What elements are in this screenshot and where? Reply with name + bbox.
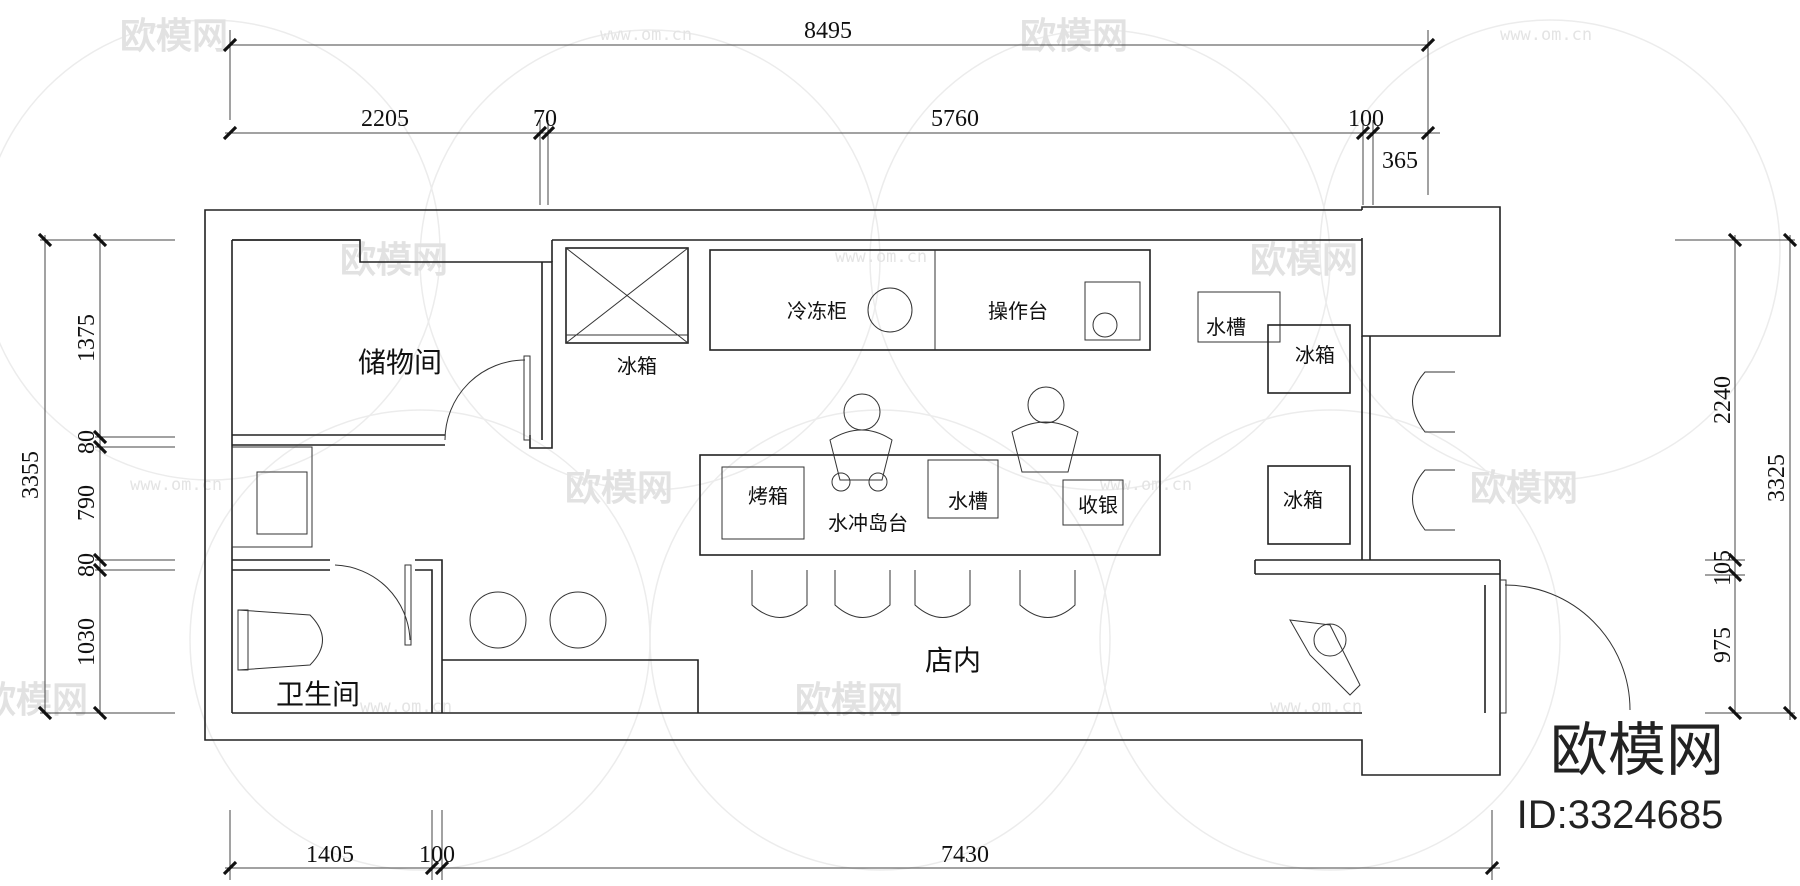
dim-top-part: 100 [1348, 106, 1384, 132]
label-workbench: 操作台 [988, 299, 1048, 323]
dim-right-part: 975 [1710, 627, 1736, 663]
dimension-lines [37, 30, 1798, 880]
watermark-logo: 欧模网 [565, 468, 673, 509]
label-freezer: 冷冻柜 [787, 299, 847, 323]
dim-right-upper: 2240 [1710, 376, 1736, 424]
label-fridge-right: 冰箱 [1283, 488, 1323, 512]
dim-left-part: 790 [74, 485, 100, 521]
label-island-sink: 水槽 [948, 489, 988, 513]
label-fridge-right: 冰箱 [1295, 343, 1335, 367]
watermark-logo: 欧模网 [795, 680, 903, 721]
dim-bottom-part: 100 [419, 842, 455, 868]
label-sink-top: 水槽 [1206, 315, 1246, 339]
kitchen-fixtures [565, 247, 1631, 714]
label-island: 水冲岛台 [828, 511, 908, 535]
dim-top-part: 5760 [931, 106, 979, 132]
dim-top-part: 2205 [361, 106, 409, 132]
dim-left-part: 1375 [74, 314, 100, 362]
watermark-logo: 欧模网 [1470, 468, 1578, 509]
room-label-toilet: 卫生间 [276, 678, 360, 711]
brand-id: ID:3324685 [1517, 793, 1724, 837]
watermark-url: www.om.cn [1500, 25, 1592, 45]
watermark-url: www.om.cn [1100, 475, 1192, 495]
dim-right-total: 3325 [1764, 454, 1790, 502]
watermark-logo: 欧模网 [0, 680, 88, 721]
dim-right-part: 105 [1710, 550, 1736, 586]
watermark-logo: 欧模网 [340, 240, 448, 281]
dim-top-total: 8495 [804, 18, 852, 44]
dim-top-part: 70 [533, 106, 557, 132]
dim-bottom-part: 7430 [941, 842, 989, 868]
dim-left-part: 1030 [74, 618, 100, 666]
watermark-url: www.om.cn [1270, 697, 1362, 717]
watermark-layer: 欧模网 欧模网 欧模网 欧模网 欧模网 欧模网 欧模网 欧模网 www.om.c… [0, 16, 1781, 871]
room-label-shop: 店内 [925, 644, 981, 677]
label-cashier: 收银 [1078, 493, 1118, 517]
watermark-logo: 欧模网 [1250, 240, 1358, 281]
brand-logo: 欧模网 [1550, 716, 1724, 784]
dim-left-part: 80 [74, 430, 100, 454]
label-oven: 烤箱 [748, 484, 788, 508]
watermark-url: www.om.cn [600, 25, 692, 45]
dim-top-offset: 365 [1382, 148, 1418, 174]
dim-left-total: 3355 [18, 451, 44, 499]
room-label-storage: 储物间 [358, 346, 442, 379]
dim-left-part: 80 [74, 553, 100, 577]
watermark-url: www.om.cn [360, 697, 452, 717]
label-fridge-top: 冰箱 [617, 354, 657, 378]
dim-bottom-part: 1405 [306, 842, 354, 868]
watermark-url: www.om.cn [130, 475, 222, 495]
walls [204, 206, 1501, 776]
watermark-logo: 欧模网 [1020, 16, 1128, 57]
watermark-url: www.om.cn [835, 247, 927, 267]
watermark-logo: 欧模网 [120, 16, 228, 57]
